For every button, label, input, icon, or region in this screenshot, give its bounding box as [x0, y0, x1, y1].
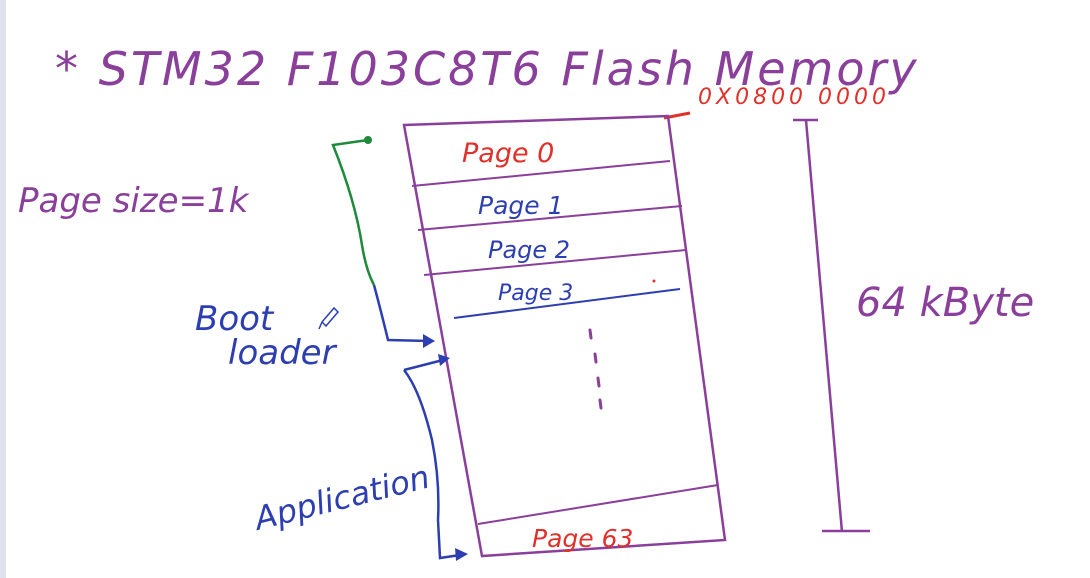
stray-dot: [652, 279, 656, 283]
pencil-icon: [318, 306, 340, 330]
application-bottom-arrow-head: [455, 548, 468, 561]
bootloader-label-line2: loader: [228, 333, 338, 373]
application-bracket: [403, 369, 461, 560]
bootloader-arrow-head: [423, 334, 435, 348]
page-63-label: Page 63: [532, 524, 633, 553]
page-0-label: Page 0: [462, 138, 554, 169]
page-separator-3: [453, 288, 681, 319]
start-address-label: 0X0800 0000: [698, 85, 890, 110]
total-size-label: 64 kByte: [856, 280, 1034, 326]
page-1-label: Page 1: [478, 191, 564, 220]
page-3-label: Page 3: [498, 281, 573, 306]
total-size-bracket: [793, 118, 870, 533]
application-label: Application: [249, 458, 434, 539]
application-top-arrow-head: [438, 354, 450, 366]
window-edge-strip: [0, 0, 6, 578]
page-separator-62: [477, 484, 719, 525]
page-separator-0: [411, 160, 671, 187]
application-boundary-arrow: [403, 358, 444, 372]
memory-block-outline: [402, 114, 727, 558]
diagram-title: * STM32 F103C8T6 Flash Memory: [55, 42, 920, 96]
page-2-label: Page 2: [488, 236, 570, 264]
page-size-label: Page size=1k: [18, 181, 250, 221]
page-size-bracket-end: [364, 136, 372, 144]
bootloader-bracket: [372, 284, 431, 343]
page-separator-2: [423, 249, 687, 276]
ellipsis-dots: [588, 328, 603, 410]
page-separator-1: [417, 205, 683, 231]
page-size-bracket: [331, 138, 376, 286]
bootloader-label-line1: Boot: [195, 299, 275, 339]
